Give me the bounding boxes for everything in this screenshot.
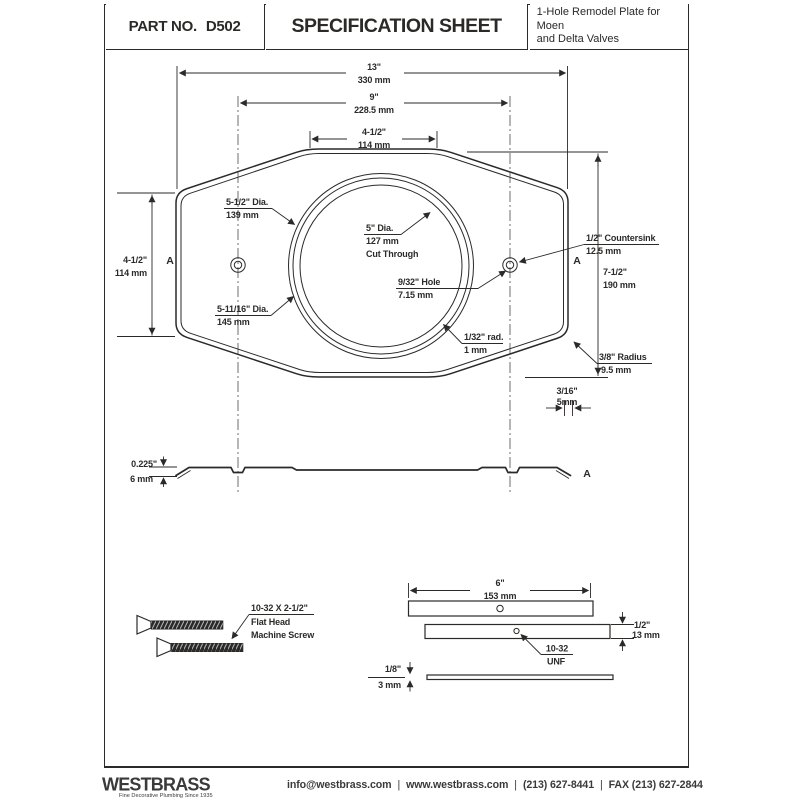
dim-corner-radius-in: 3/8" Radius <box>599 352 647 362</box>
contact-line: info@westbrass.com | www.westbrass.com | (21… <box>287 779 703 791</box>
bottom-bar-hole <box>513 627 520 635</box>
thin-strip <box>426 674 614 681</box>
screw-label-line1: 10-32 X 2-1/2" <box>251 603 308 613</box>
screw-shaft-1 <box>150 620 224 630</box>
ring-mid-circle <box>292 177 470 355</box>
dimension-lines <box>117 66 608 416</box>
dim-cut-note: Cut Through <box>366 249 418 259</box>
dim-hole-mm: 7.15 mm <box>398 290 433 300</box>
page-title: SPECIFICATION SHEET <box>291 15 502 37</box>
label-leaders <box>215 208 659 364</box>
contact-phone: (213) 627-8441 <box>522 779 594 791</box>
top-bar-hole <box>496 604 504 613</box>
dim-edge-radius-mm: 1 mm <box>464 345 487 355</box>
dim-bar-length-mm: 153 mm <box>484 591 517 601</box>
dim-overall-width-mm: 330 mm <box>358 75 391 85</box>
dim-overall-width-in: 13" <box>367 62 381 72</box>
screw-shaft-2 <box>170 642 244 652</box>
dim-hole-spacing-in: 9" <box>370 92 379 102</box>
plate-dimension-labels: 13" 330 mm 9" 228.5 mm 4-1/2" 114 mm 4-1… <box>115 62 657 407</box>
dim-ring-mid-mm: 139 mm <box>226 210 259 220</box>
ring-outer-circle <box>288 173 474 359</box>
part-number: D502 <box>205 18 241 35</box>
dim-left-flat-in: 4-1/2" <box>123 255 147 265</box>
screw-label-line3: Machine Screw <box>251 630 315 640</box>
dim-bar-height-mm: 13 mm <box>632 630 660 640</box>
dim-overall-height-in: 7-1/2" <box>603 267 627 277</box>
description-line2: and Delta Valves <box>536 33 619 46</box>
dim-bar-length-in: 6" <box>496 578 505 588</box>
dim-ring-outer-mm: 145 mm <box>217 317 250 327</box>
dim-ring-mid-in: 5-1/2" Dia. <box>226 197 268 207</box>
separator: | <box>514 779 517 791</box>
dim-overall-height-mm: 190 mm <box>603 280 636 290</box>
plate-top-view <box>175 148 569 378</box>
screw-head-2 <box>156 637 172 658</box>
centerlines <box>237 96 511 492</box>
left-screw-hole <box>230 257 246 273</box>
bracket-detail: 6" 153 mm 1/2" 13 mm 10-32 UNF 1/8" 3 mm <box>368 578 660 692</box>
brand-tagline: Fine Decorative Plumbing Since 1935 <box>119 792 213 799</box>
dim-thickness-in: 0.225" <box>131 459 157 469</box>
thread-label-line1: 10-32 <box>546 644 568 654</box>
header-description-cell: 1-Hole Remodel Plate for Moen and Delta … <box>529 4 688 50</box>
dim-strip-mm: 3 mm <box>378 680 401 690</box>
contact-fax: FAX (213) 627-2844 <box>608 779 703 791</box>
section-profile <box>175 466 572 477</box>
description-line1: 1-Hole Remodel Plate for Moen <box>536 6 661 32</box>
dim-cut-mm: 127 mm <box>366 236 399 246</box>
dim-top-flat-mm: 114 mm <box>358 140 390 150</box>
dim-edge-radius-in: 1/32" rad. <box>464 332 503 342</box>
dim-strip-in: 1/8" <box>385 664 401 674</box>
dim-corner-radius-mm: 9.5 mm <box>601 365 631 375</box>
header-part-cell: PART NO. D502 <box>105 4 265 50</box>
top-bar <box>407 600 594 617</box>
section-marker-left: A <box>166 255 174 267</box>
brand-logo: WESTBRASS <box>102 773 211 795</box>
thread-label-line2: UNF <box>547 657 566 667</box>
separator: | <box>397 779 401 791</box>
section-marker-right: A <box>573 255 581 267</box>
dim-bar-height-in: 1/2" <box>634 620 650 630</box>
dim-countersink-mm: 12.5 mm <box>586 246 621 256</box>
dim-left-flat-mm: 114 mm <box>115 268 147 278</box>
plate-inner-edge <box>180 153 564 373</box>
bottom-bar <box>424 623 611 640</box>
right-screw-hole <box>502 257 518 273</box>
dim-edge-offset-mm: 5mm <box>557 397 578 407</box>
screw-head-1 <box>136 614 152 635</box>
section-marker-section: A <box>583 468 591 480</box>
dim-hole-spacing-mm: 228.5 mm <box>354 105 394 115</box>
plate-outline <box>175 148 569 378</box>
dim-edge-offset-in: 3/16" <box>556 386 577 396</box>
dim-top-flat-in: 4-1/2" <box>362 127 386 137</box>
dim-countersink-in: 1/2" Countersink <box>586 233 657 243</box>
screw-label-line2: Flat Head <box>251 617 290 627</box>
contact-website: www.westbrass.com <box>406 779 509 791</box>
dim-thickness-mm: 6 mm <box>130 474 153 484</box>
cross-section-view: 0.225" 6 mm A <box>130 456 591 487</box>
header-title-cell: SPECIFICATION SHEET <box>266 4 528 50</box>
part-label: PART NO. <box>128 18 197 35</box>
dim-ring-outer-in: 5-11/16" Dia. <box>217 304 268 314</box>
separator: | <box>599 779 603 791</box>
cut-through-circle <box>299 184 463 348</box>
dim-cut-in: 5" Dia. <box>366 223 393 233</box>
screw-detail: 10-32 X 2-1/2" Flat Head Machine Screw <box>136 603 315 658</box>
contact-email: info@westbrass.com <box>287 779 392 791</box>
dim-hole-in: 9/32" Hole <box>398 277 440 287</box>
